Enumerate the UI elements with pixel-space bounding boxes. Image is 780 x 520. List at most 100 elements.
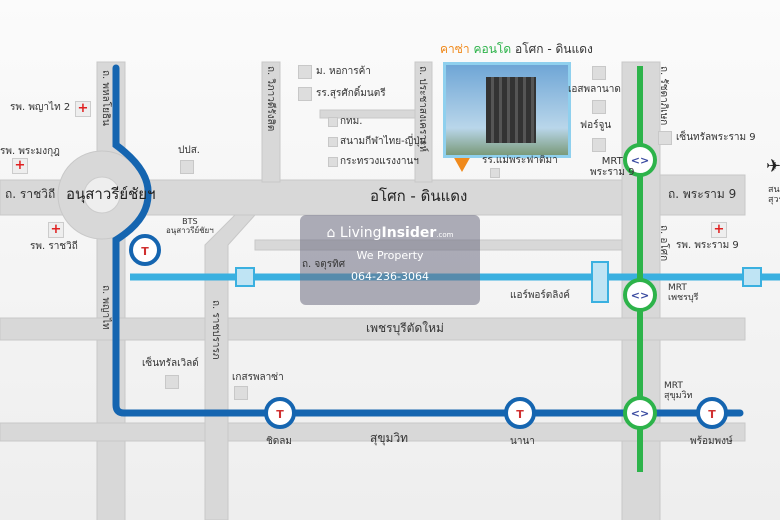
bts-logo-icon: T <box>516 408 524 421</box>
bts-line <box>112 64 744 417</box>
road-label: ถ. พญาไท <box>100 285 111 330</box>
poi-marker <box>328 137 338 147</box>
title-part: คอนโด <box>473 42 512 56</box>
road-label: ถ. จตุรทิศ <box>302 259 346 270</box>
road-label: ถ. พหลโยธิน <box>100 70 111 126</box>
bts-logo-icon: T <box>276 408 284 421</box>
poi-label: เซ็นทรัลพระราม 9 <box>676 132 756 143</box>
mrt-petchburi-station <box>623 278 657 312</box>
poi-marker <box>592 66 606 80</box>
title-part: คาซ่า <box>440 42 470 56</box>
bts-logo-icon: T <box>141 245 149 258</box>
house-logo-icon: ⌂ <box>326 225 336 241</box>
poi-marker <box>490 168 500 178</box>
station-name: อนุสาวรีย์ชัยฯ <box>166 225 214 235</box>
station-line: MRT <box>668 283 687 293</box>
poi-label: รพ. พระมงกุฎ <box>0 146 60 157</box>
road-petchburi <box>0 317 746 341</box>
road-label: สุขุมวิท <box>370 431 409 445</box>
poi-marker <box>328 117 338 127</box>
poi-label: สนามบินสุวรรณภูมิ <box>768 185 780 205</box>
poi-label: รร.สุรศักดิ์มนตรี <box>316 88 386 99</box>
station-line: BTS <box>182 217 198 226</box>
bts-chidlom-station <box>264 397 296 429</box>
hospital-icon: + <box>48 222 64 238</box>
project-title: คาซ่า คอนโด อโศก - ดินแดง <box>440 40 593 59</box>
road-label: ถ. วิภาวดีรังสิต <box>265 66 276 132</box>
hospital-icon: + <box>12 158 28 174</box>
road-label: อโศก - ดินแดง <box>370 187 468 205</box>
project-marker-icon <box>453 156 471 172</box>
poi-marker <box>658 131 672 145</box>
road-sukhumvit <box>0 422 746 442</box>
mrt-rama9-station <box>623 143 657 177</box>
mrt-logo-icon: <> <box>631 407 649 420</box>
station-line: MRT <box>664 381 683 391</box>
poi-marker <box>592 138 606 152</box>
poi-marker <box>298 87 312 101</box>
bts-logo-icon: T <box>708 408 716 421</box>
landmark-label: อนุสาวรีย์ชัยฯ <box>66 185 156 203</box>
poi-label: เอสพลานาด <box>568 84 621 95</box>
station-name: เพชรบุรี <box>668 292 699 303</box>
bts-monument-station <box>129 234 161 266</box>
poi-label: กทม. <box>340 116 363 127</box>
road-ratchaprarop <box>204 214 257 520</box>
station-line: MRT <box>601 156 623 167</box>
station-label: พร้อมพงษ์ <box>690 436 733 447</box>
poi-label: รพ. พญาไท 2 <box>10 102 71 113</box>
brand-part: Insider <box>381 225 437 241</box>
poi-marker <box>234 386 248 400</box>
hospital-icon: + <box>75 101 91 117</box>
poi-label: สนามกีฬาไทย-ญี่ปุ่น <box>340 136 427 147</box>
poi-label: รพ. พระราม 9 <box>676 240 739 251</box>
road-label: ถ. ราชปรารภ <box>210 300 221 360</box>
poi-label: ฟอร์จูน <box>580 120 612 131</box>
road-label: เพชรบุรีตัดใหม่ <box>366 321 444 335</box>
station-label: ชิดลม <box>266 436 293 447</box>
watermark-tagline: We Property <box>356 249 424 262</box>
mrt-sukhumvit-station <box>623 396 657 430</box>
station-name: พระราม 9 <box>590 167 635 178</box>
building-image <box>486 77 536 143</box>
road-label: ถ. พระราม 9 <box>668 187 737 201</box>
mrt-logo-icon: <> <box>631 289 649 302</box>
watermark: ⌂ LivingInsider.com We Property 064-236-… <box>300 215 480 305</box>
station-label: นานา <box>510 436 535 447</box>
road-label: ถ. อโศก <box>658 225 669 262</box>
poi-label: เซ็นทรัลเวิลด์ <box>142 358 199 369</box>
watermark-brand: ⌂ LivingInsider.com <box>300 225 480 241</box>
road-phahonyothin <box>96 61 126 520</box>
poi-marker <box>328 157 338 167</box>
bts-nana-station <box>504 397 536 429</box>
poi-label: เกสรพลาซ่า <box>232 372 284 383</box>
poi-marker <box>165 375 179 389</box>
road-label: ถ. รัชดาภิเษก <box>658 66 669 126</box>
airplane-icon: ✈ <box>766 156 780 177</box>
hospital-icon: + <box>711 222 727 238</box>
road-label: ถ. ราชวิถี <box>5 187 56 201</box>
brand-part: .com <box>436 231 454 239</box>
poi-label: ปปส. <box>178 145 200 156</box>
poi-label: แอร์พอร์ตลิงค์ <box>510 290 570 301</box>
road-vibhavadi <box>261 61 281 183</box>
road-pracha <box>414 61 433 183</box>
poi-marker <box>298 65 312 79</box>
poi-label: รร.แม่พระฟาติมา <box>482 155 558 166</box>
bts-phromphong-station <box>696 397 728 429</box>
watermark-phone: 064-236-3064 <box>351 270 429 283</box>
project-photo <box>443 62 571 158</box>
station-name: สุขุมวิท <box>664 390 693 401</box>
road-label: ถ. ประชาสงเคราะห์ <box>417 66 428 152</box>
poi-label: ม. หอการค้า <box>316 66 371 77</box>
road-side-top <box>319 109 416 119</box>
poi-marker <box>592 100 606 114</box>
poi-marker <box>180 160 194 174</box>
poi-label: รพ. ราชวิถี <box>30 241 78 252</box>
mrt-logo-icon: <> <box>631 154 649 167</box>
road-rama9 <box>659 174 746 216</box>
